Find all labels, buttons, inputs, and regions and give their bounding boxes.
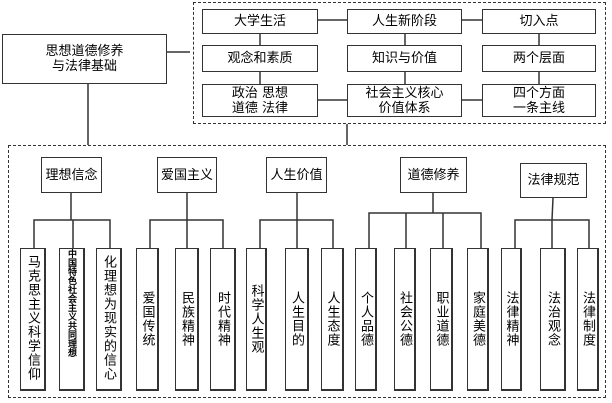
leaf-label: 家庭美德 [470,291,485,347]
leaf-node: 职业道德 [430,248,453,391]
leaf-node: 法律精神 [501,248,522,391]
root-node: 思想道德修养 与法律基础 [2,34,167,84]
leaf-label: 法治观念 [545,291,560,347]
overview-node: 大学生活 [202,9,318,34]
leaf-node: 爱国传统 [136,248,159,391]
leaf-node: 社会公德 [394,248,416,391]
leaf-node: 法律制度 [577,248,599,391]
leaf-label: 民族精神 [179,291,194,347]
leaf-label: 中国特色社会主义共同理想 [66,249,76,357]
leaf-label: 个人品德 [358,291,373,347]
category-node: 爱国主义 [157,157,217,193]
leaf-label: 化理想为现实的信心 [101,255,116,381]
leaf-node: 时代精神 [210,248,236,391]
overview-node: 政治 思想 道德 法律 [202,84,318,117]
leaf-label: 马克思主义科学信仰 [25,255,40,381]
leaf-node: 人生目的 [285,248,309,391]
leaf-node: 法治观念 [540,248,566,391]
leaf-label: 职业道德 [433,291,449,347]
overview-node: 切入点 [482,9,596,34]
leaf-node: 民族精神 [175,248,199,391]
leaf-label: 人生态度 [324,291,340,347]
leaf-node: 个人品德 [355,248,377,391]
leaf-node: 人生态度 [321,248,344,391]
overview-node: 人生新阶段 [347,9,462,34]
leaf-label: 爱国传统 [139,291,155,347]
content-group [8,145,606,398]
leaf-label: 法律精神 [503,291,519,347]
category-node: 法律规范 [520,163,587,198]
category-node: 人生价值 [266,157,327,193]
leaf-node: 化理想为现实的信心 [96,248,122,391]
leaf-node: 马克思主义科学信仰 [20,248,46,391]
category-node: 道德修养 [400,157,467,193]
leaf-node: 中国特色社会主义共同理想 [59,248,85,391]
overview-node: 知识与价值 [347,45,462,72]
leaf-label: 社会公德 [397,291,412,347]
leaf-label: 法律制度 [580,291,595,347]
overview-node: 观念和素质 [202,45,318,72]
overview-group [193,2,606,124]
overview-node: 四个方面 一条主线 [482,84,596,117]
leaf-label: 人生目的 [289,291,304,347]
leaf-label: 时代精神 [215,291,230,347]
leaf-node: 科学人生观 [246,248,267,391]
leaf-label: 科学人生观 [248,284,264,354]
leaf-node: 家庭美德 [467,248,489,391]
overview-node: 社会主义核心 价值体系 [347,84,462,117]
category-node: 理想信念 [41,157,102,193]
overview-node: 两个层面 [482,45,596,72]
